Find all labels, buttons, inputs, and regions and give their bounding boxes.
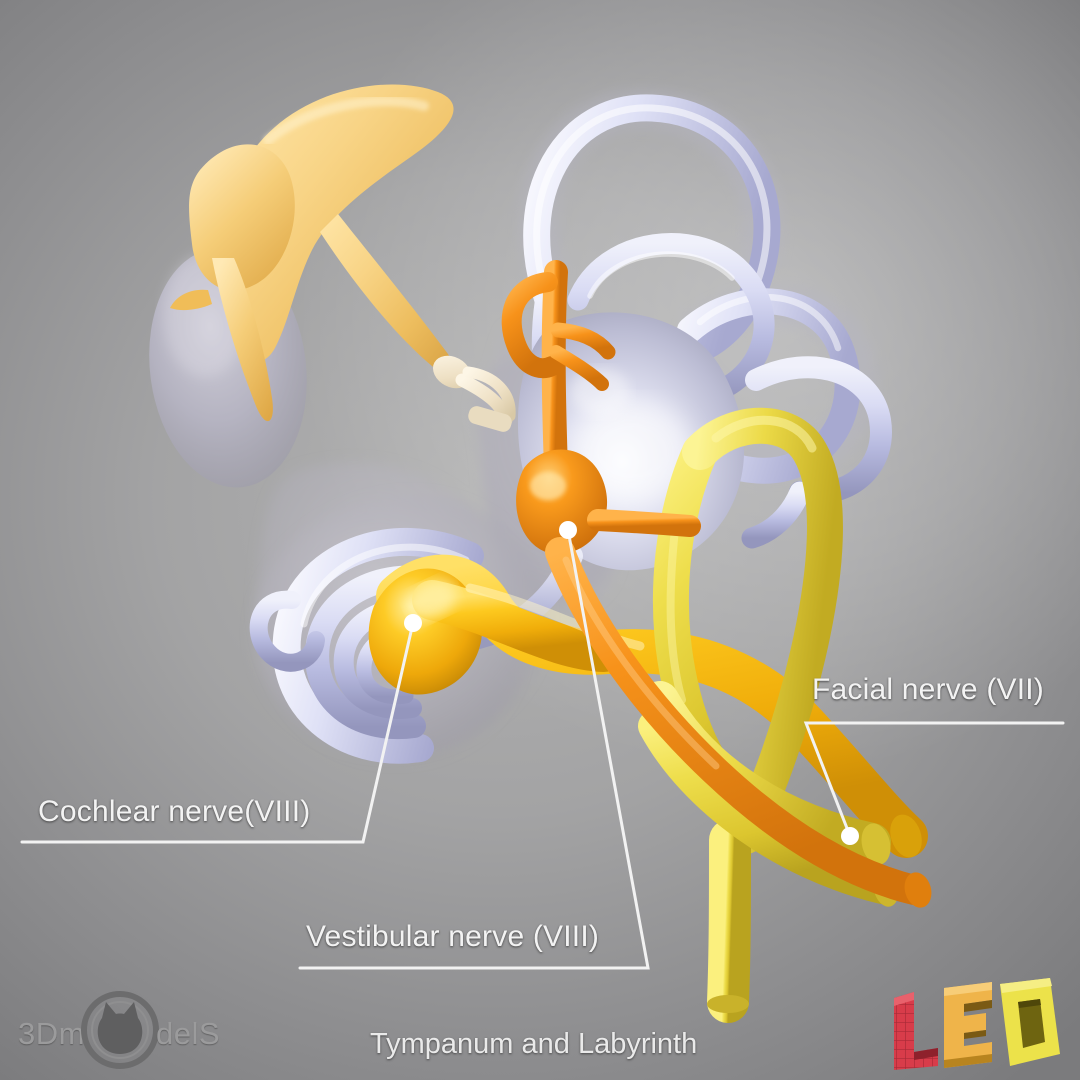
marker-cochlear-nerve xyxy=(404,614,422,632)
leader-lines xyxy=(20,528,1065,970)
cat-head-icon xyxy=(81,991,159,1069)
label-facial-nerve: Facial nerve (VII) xyxy=(812,673,1044,706)
vestibular-nerve xyxy=(501,260,932,908)
leo-letter-l xyxy=(894,992,938,1070)
watermark-text-right: delS xyxy=(156,1016,221,1051)
marker-vestibular-nerve xyxy=(559,521,577,539)
stapes xyxy=(432,355,516,432)
leo-letter-e xyxy=(944,982,992,1068)
watermark-text-left: 3Dm xyxy=(18,1016,85,1051)
marker-facial-nerve xyxy=(841,827,859,845)
label-vestibular-nerve: Vestibular nerve (VIII) xyxy=(306,920,600,953)
ossicles xyxy=(170,84,454,422)
leo-letter-o xyxy=(1000,978,1060,1066)
figure-caption: Tympanum and Labyrinth xyxy=(370,1028,698,1060)
leo-logo xyxy=(894,978,1060,1070)
leader-markers xyxy=(404,521,859,845)
label-cochlear-nerve: Cochlear nerve(VIII) xyxy=(38,795,311,828)
